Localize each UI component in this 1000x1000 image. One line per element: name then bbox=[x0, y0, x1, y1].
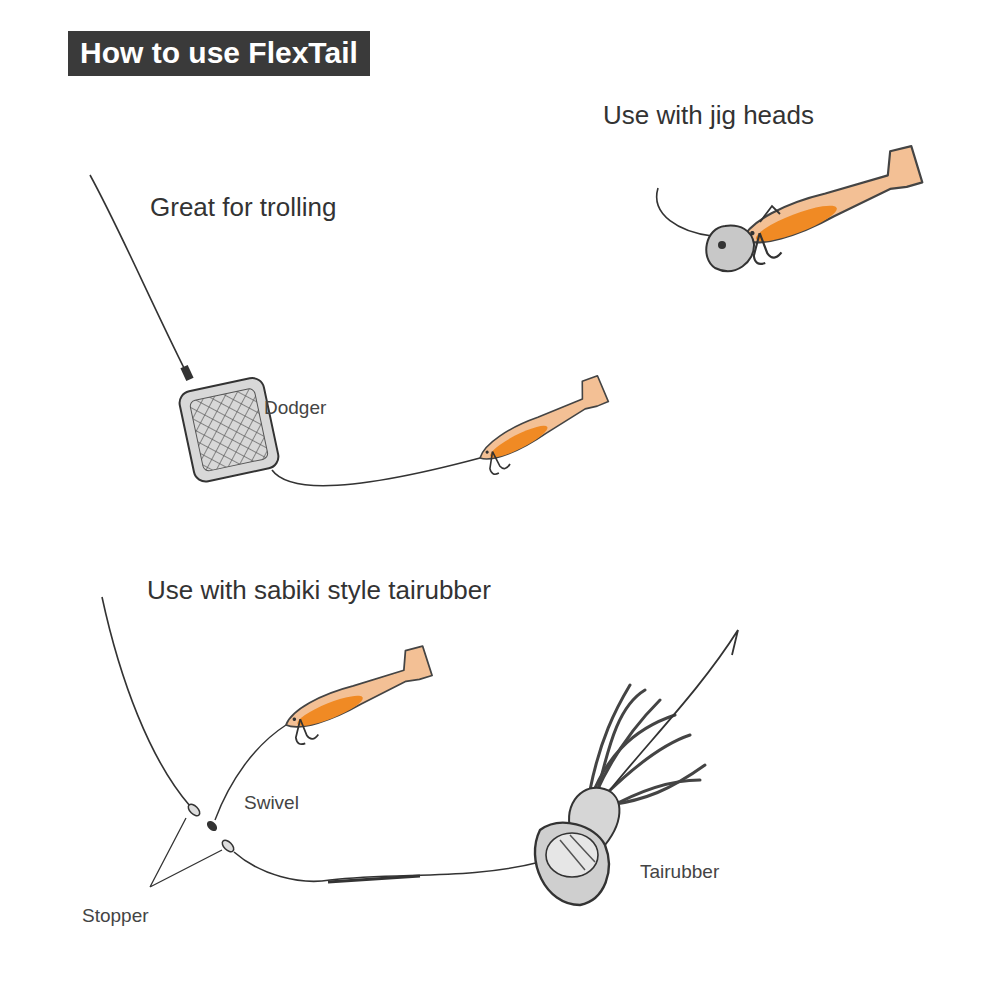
usage-heading: Great for trolling bbox=[150, 192, 336, 223]
part-label: Tairubber bbox=[640, 861, 719, 883]
part-label: Swivel bbox=[244, 792, 299, 814]
usage-heading: Use with jig heads bbox=[603, 100, 814, 131]
usage-heading: Use with sabiki style tairubber bbox=[147, 575, 491, 606]
part-label: Stopper bbox=[82, 905, 149, 927]
title-banner: How to use FlexTail bbox=[68, 31, 370, 76]
part-label: Dodger bbox=[264, 397, 326, 419]
